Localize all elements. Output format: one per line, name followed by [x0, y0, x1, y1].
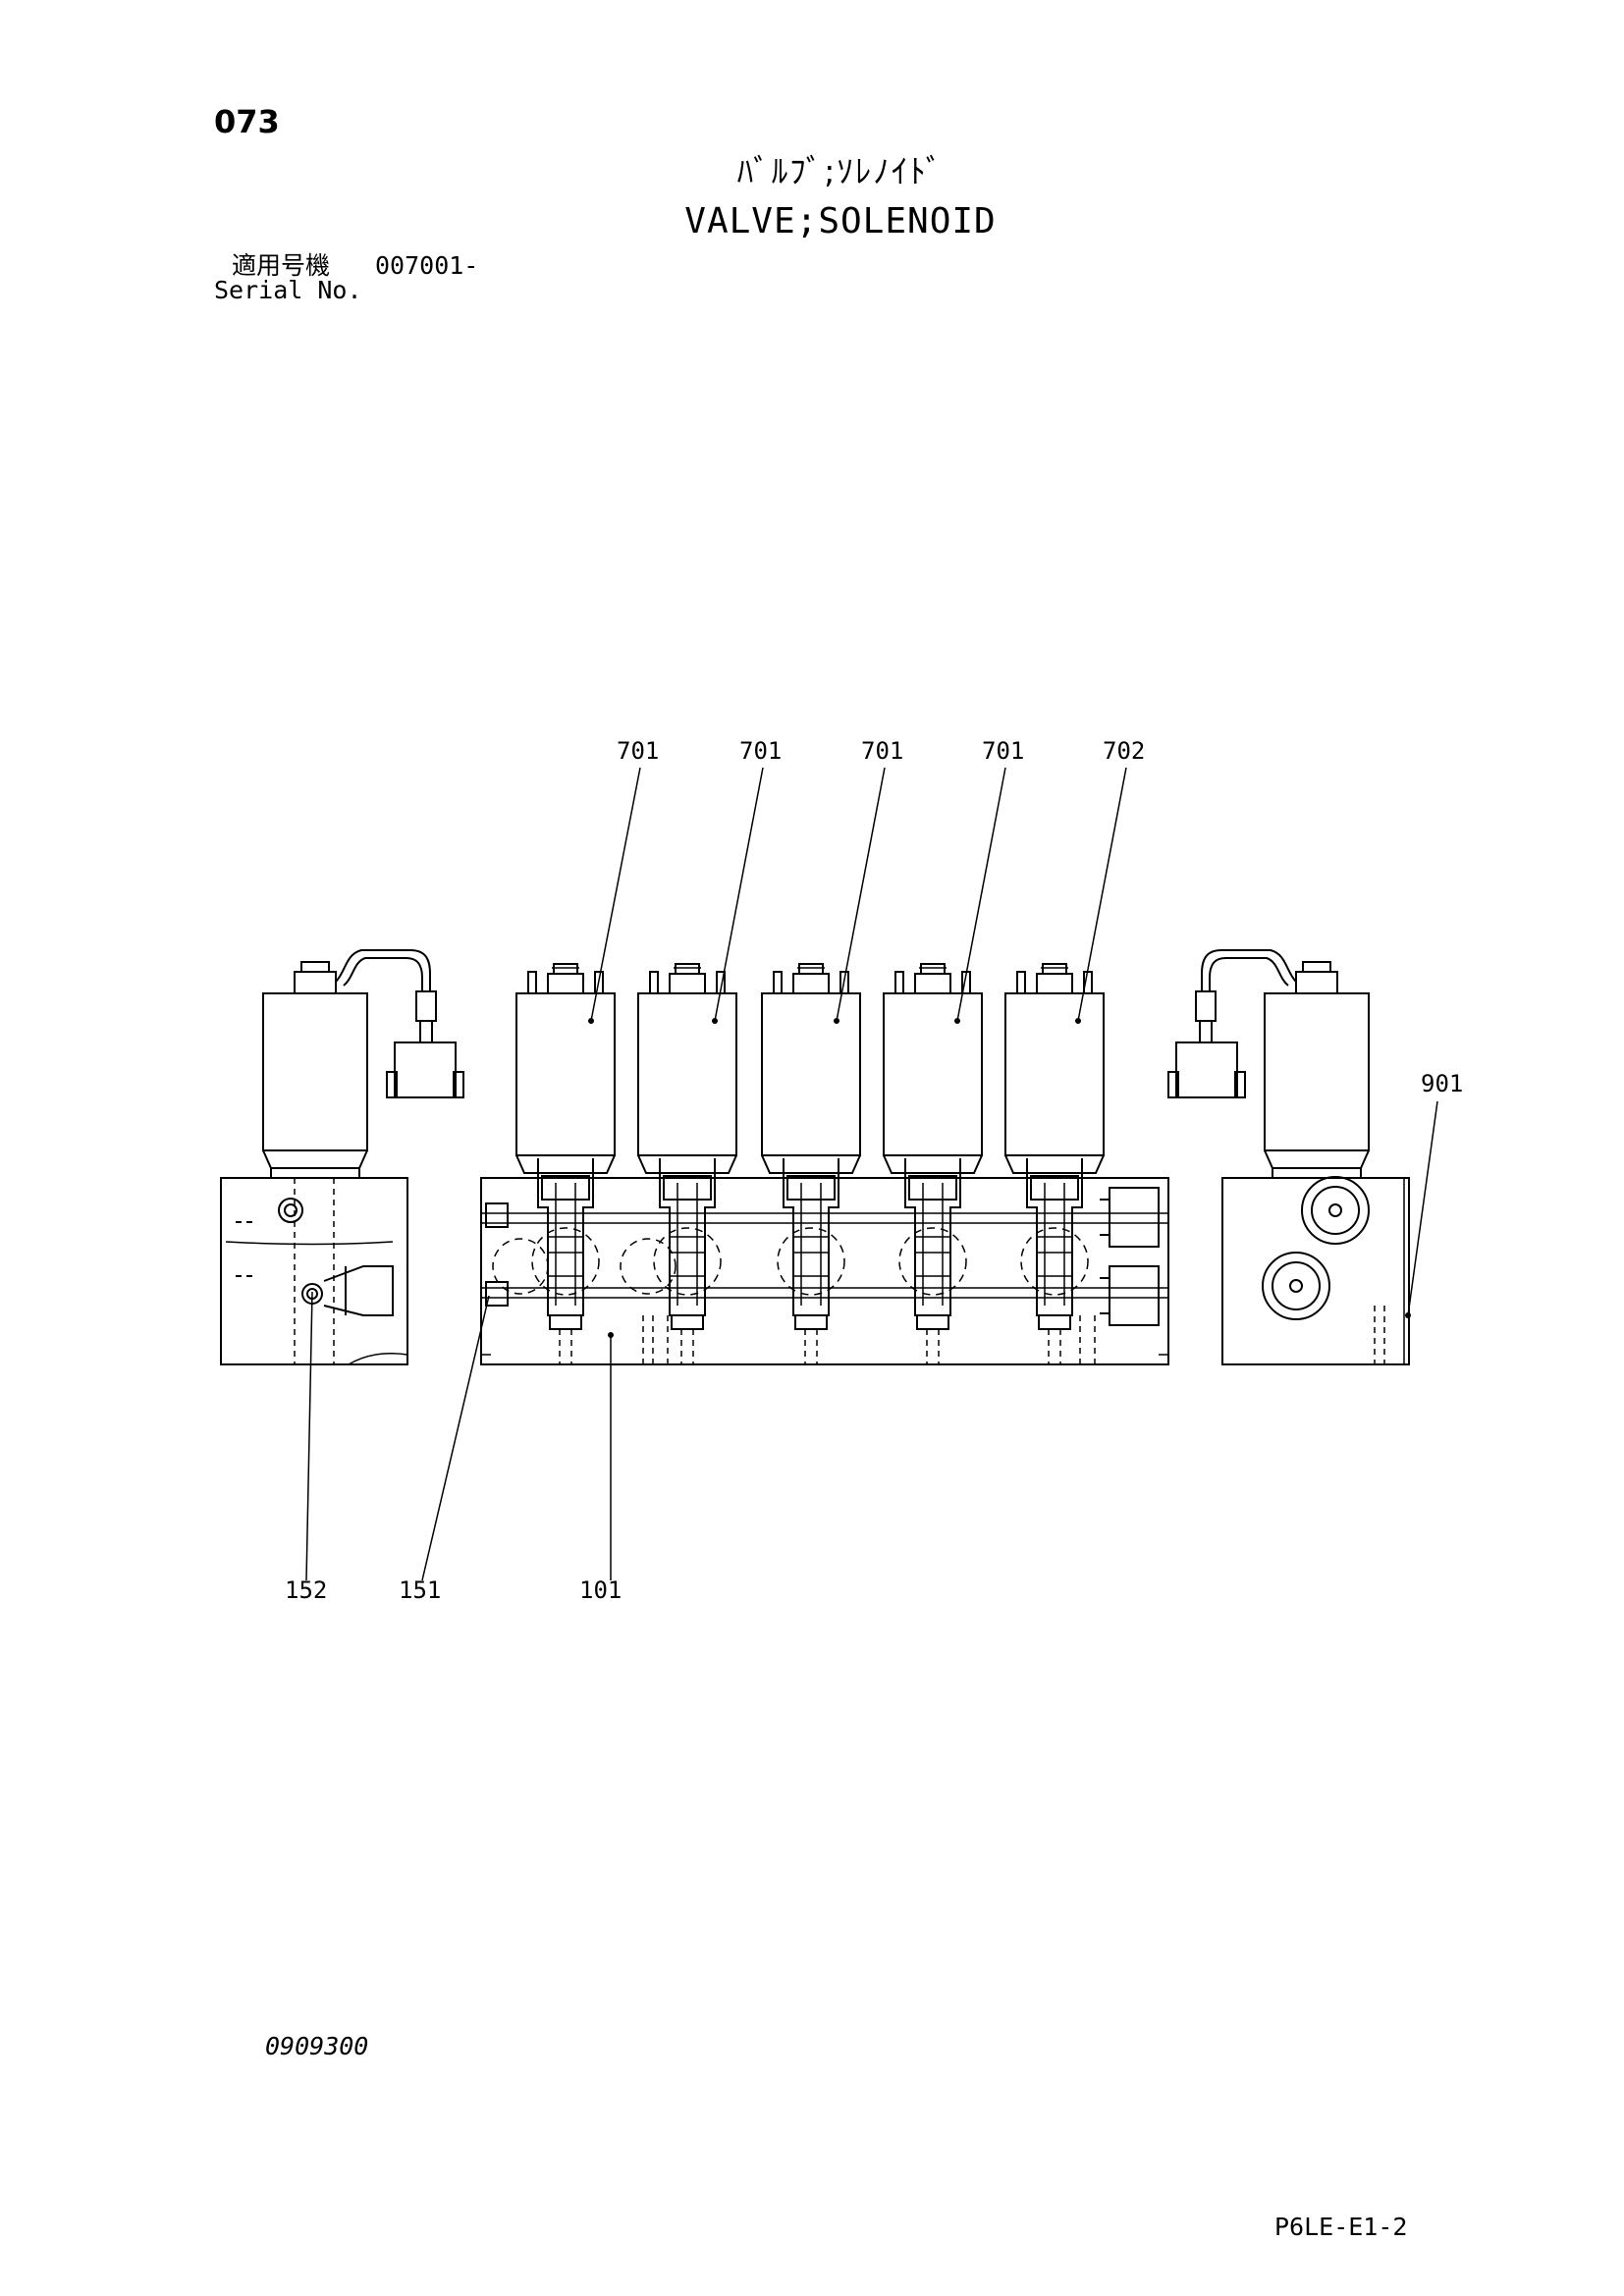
valve-unit-group — [515, 963, 1105, 1364]
serial-label-english: Serial No. — [214, 276, 362, 304]
page-number: 073 — [214, 103, 280, 140]
callout-101: 101 — [579, 1576, 622, 1604]
serial-number-value: 007001- — [375, 251, 479, 280]
solenoid-coil — [883, 992, 983, 1156]
solenoid-coil — [761, 992, 861, 1156]
callout-901: 901 — [1421, 1070, 1463, 1097]
callout-701-3: 701 — [861, 737, 903, 765]
solenoid-coil — [515, 992, 616, 1156]
title-japanese: ﾊﾞﾙﾌﾞ;ｿﾚﾉｲﾄﾞ — [736, 152, 945, 190]
callout-labels: 701 701 701 701 702 901 152 151 101 — [285, 737, 1463, 1604]
solenoid-coil — [1004, 992, 1105, 1156]
callout-702: 702 — [1103, 737, 1145, 765]
left-side-view — [220, 949, 464, 1365]
callout-701-2: 701 — [739, 737, 782, 765]
callout-151: 151 — [399, 1576, 441, 1604]
right-side-view — [1167, 949, 1410, 1365]
callout-152: 152 — [285, 1576, 327, 1604]
sheet-code: P6LE-E1-2 — [1274, 2213, 1408, 2241]
solenoid-coil — [637, 992, 737, 1156]
serial-label-japanese: 適用号機 — [232, 251, 331, 280]
callout-701-1: 701 — [617, 737, 659, 765]
title-english: VALVE;SOLENOID — [684, 201, 997, 241]
leader-lines — [305, 767, 1438, 1581]
leader-dots — [588, 1018, 1411, 1338]
drawing-code: 0909300 — [265, 2032, 369, 2060]
callout-701-4: 701 — [982, 737, 1024, 765]
